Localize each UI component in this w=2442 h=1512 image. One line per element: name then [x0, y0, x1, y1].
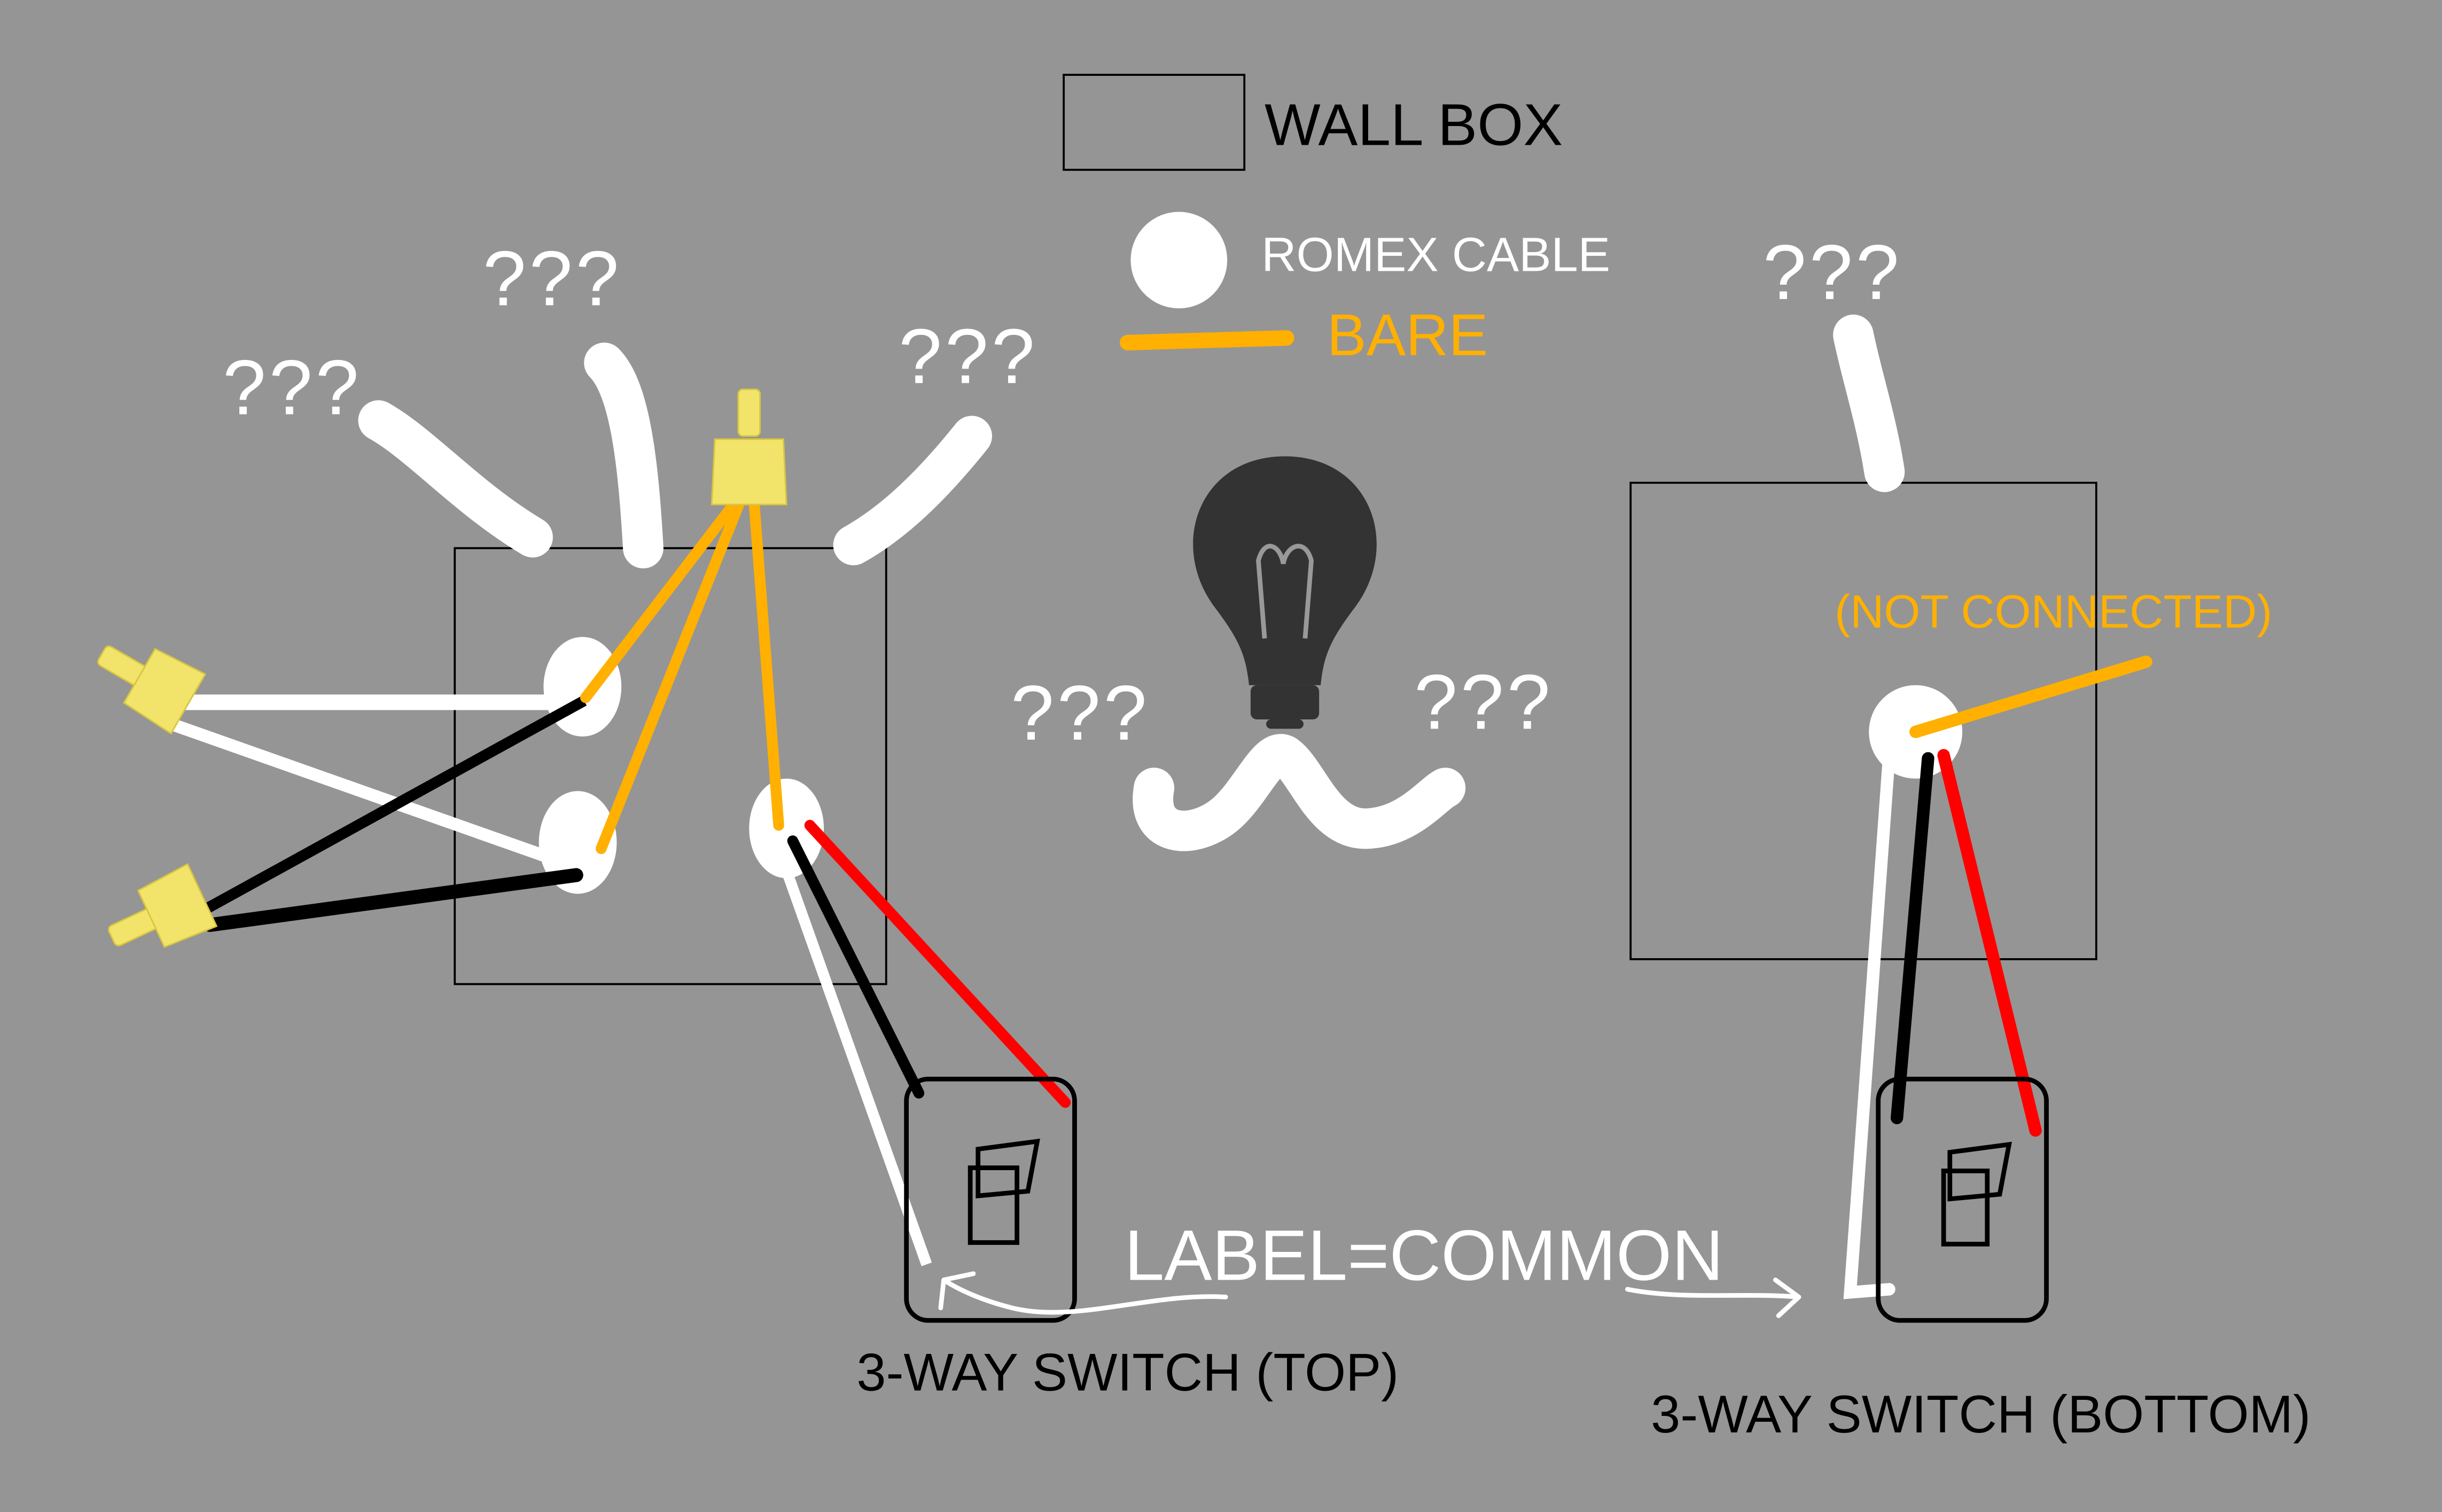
arrow-to-bottom-common — [1625, 1278, 1801, 1318]
unknown-label: ??? — [223, 344, 362, 431]
romex-cable — [1833, 315, 1905, 492]
romex-cable — [833, 416, 992, 566]
label-common: LABEL=COMMON — [1125, 1216, 1723, 1295]
legend-wall-box-swatch — [1063, 74, 1246, 171]
switch-bottom-label: 3-WAY SWITCH (BOTTOM) — [1651, 1385, 2311, 1444]
romex-cable — [1133, 734, 1466, 851]
wire-nut-icon — [97, 645, 207, 735]
wire-nut-icon — [107, 863, 218, 949]
legend-bare-swatch — [1120, 330, 1294, 351]
three-way-switch-bottom: 3-WAY SWITCH (BOTTOM) — [1651, 1077, 2311, 1444]
unknown-label: ??? — [483, 235, 622, 322]
legend-wall-box-label: WALL BOX — [1265, 92, 1563, 158]
light-bulb-icon — [1133, 456, 1466, 851]
legend: WALL BOX ROMEX CABLE BARE — [1063, 74, 1610, 368]
legend-romex-swatch — [1130, 211, 1228, 309]
toggle-switch-icon — [968, 1138, 1040, 1245]
arrow-to-top-common — [938, 1271, 1228, 1315]
not-connected-label: (NOT CONNECTED) — [1835, 585, 2272, 638]
unknown-label: ??? — [1011, 669, 1150, 756]
switch-top-label: 3-WAY SWITCH (TOP) — [856, 1343, 1399, 1402]
romex-cable — [584, 342, 664, 569]
romex-entry — [749, 778, 824, 879]
romex-cable — [358, 400, 553, 558]
wall-box-top — [97, 342, 1071, 1266]
romex-entry — [539, 791, 617, 894]
wire-nut-icon — [711, 388, 787, 506]
unknown-label: ??? — [1414, 658, 1554, 745]
toggle-switch-icon — [1941, 1141, 2012, 1247]
three-way-switch-top: 3-WAY SWITCH (TOP) — [856, 1077, 1399, 1402]
legend-romex-label: ROMEX CABLE — [1261, 228, 1610, 281]
unknown-label: ??? — [899, 312, 1038, 399]
legend-bare-label: BARE — [1327, 302, 1488, 368]
unknown-label: ??? — [1763, 229, 1902, 316]
